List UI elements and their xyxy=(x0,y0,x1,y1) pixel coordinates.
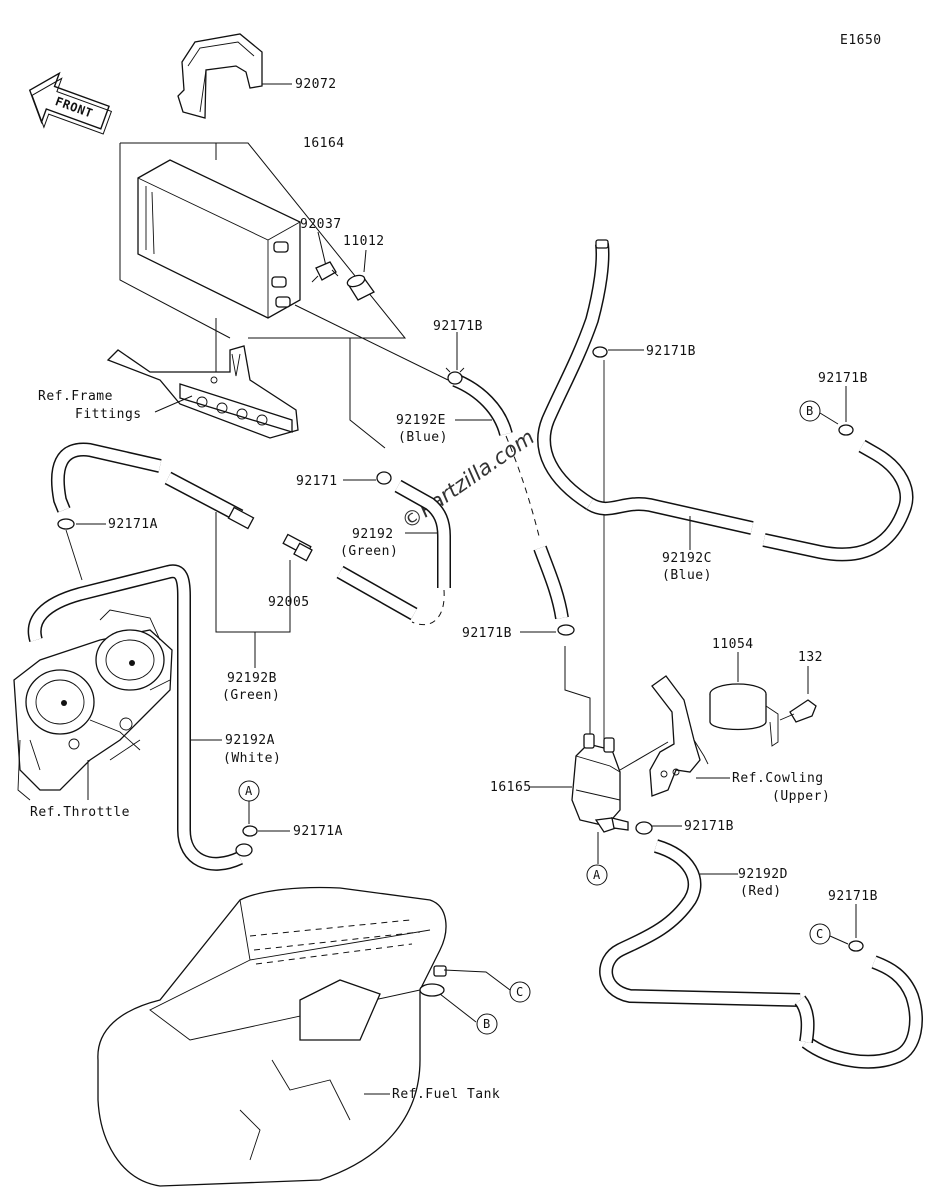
marker-a-right-label: A xyxy=(593,868,601,882)
label-92192d-color: (Red) xyxy=(740,884,782,899)
marker-a-left-label: A xyxy=(245,784,253,798)
marker-b-left-label: B xyxy=(483,1017,491,1031)
marker-c-right-label: C xyxy=(816,927,824,941)
label-16165: 16165 xyxy=(490,780,532,795)
hose-long-vertical xyxy=(537,239,610,510)
label-92192e-color: (Blue) xyxy=(398,430,448,445)
marker-c-left-label: C xyxy=(516,985,524,999)
clamp-92171a-lower xyxy=(242,825,258,837)
label-11054: 11054 xyxy=(712,637,754,652)
label-92171b-5: 92171B xyxy=(684,819,734,834)
label-92171b-2: 92171B xyxy=(646,344,696,359)
clamp-92171b-filter xyxy=(635,821,653,835)
marker-b-right-label: B xyxy=(806,404,814,418)
label-92192b: 92192B xyxy=(227,671,277,686)
clamp-92171b-vertical xyxy=(592,346,608,358)
label-16164: 16164 xyxy=(303,136,345,151)
marker-c-left xyxy=(509,981,531,1003)
label-92171: 92171 xyxy=(296,474,338,489)
strap-92072 xyxy=(177,33,263,119)
band-11054 xyxy=(709,683,779,747)
marker-a-right xyxy=(586,864,608,886)
clamp-92171 xyxy=(376,471,392,485)
label-92192a: 92192A xyxy=(225,733,275,748)
clamp-92171a-upper xyxy=(57,518,75,530)
bolt-132 xyxy=(779,699,817,723)
clamp-92171b-right xyxy=(838,424,854,436)
label-92072: 92072 xyxy=(295,77,337,92)
label-92192-green-color: (Green) xyxy=(340,544,398,559)
label-92192e: 92192E xyxy=(396,413,446,428)
ref-cowling-label-1: Ref.Cowling xyxy=(732,771,824,786)
label-11012: 11012 xyxy=(343,234,385,249)
cap-11012 xyxy=(346,274,375,301)
hose-92192-green xyxy=(394,479,451,588)
hose-92192c xyxy=(586,439,914,562)
diagram-code: E1650 xyxy=(840,33,882,48)
marker-c-right xyxy=(809,923,831,945)
label-92192c: 92192C xyxy=(662,551,712,566)
marker-b-right xyxy=(799,400,821,422)
hose-92192a xyxy=(27,564,253,871)
hose-92192e xyxy=(452,373,513,437)
filter-16165 xyxy=(571,733,629,833)
cowling-bracket xyxy=(649,675,709,797)
label-132: 132 xyxy=(798,650,823,665)
front-arrow-icon: FRONT xyxy=(28,71,113,135)
frame-fittings-bracket xyxy=(106,345,299,439)
label-92192a-color: (White) xyxy=(223,751,281,766)
ref-throttle-label: Ref.Throttle xyxy=(30,805,130,820)
ref-fuel-tank-label: Ref.Fuel Tank xyxy=(392,1087,500,1102)
label-92192-green: 92192 xyxy=(352,527,394,542)
label-92192c-color: (Blue) xyxy=(662,568,712,583)
label-92037: 92037 xyxy=(300,217,342,232)
label-92171b-3: 92171B xyxy=(818,371,868,386)
ref-cowling-label-2: (Upper) xyxy=(772,789,830,804)
label-92171b-4: 92171B xyxy=(462,626,512,641)
clamp-92171b-middle xyxy=(557,624,575,636)
hose-92192b xyxy=(50,442,418,621)
throttle-body xyxy=(13,609,173,801)
clip-92037 xyxy=(311,261,339,283)
ref-frame-label-1: Ref.Frame xyxy=(38,389,113,404)
label-92171a-1: 92171A xyxy=(108,517,158,532)
label-92005: 92005 xyxy=(268,595,310,610)
label-92192b-color: (Green) xyxy=(222,688,280,703)
label-92171b-6: 92171B xyxy=(828,889,878,904)
canister-16164 xyxy=(137,159,301,319)
fuel-tank xyxy=(97,886,447,1187)
clamp-92171b-canister xyxy=(445,367,465,385)
hose-short-middle xyxy=(533,545,569,620)
joint-92005 xyxy=(227,506,313,562)
clamp-92171b-lower-right xyxy=(848,940,864,952)
ref-frame-label-2: Fittings xyxy=(75,407,142,422)
hose-92192d xyxy=(599,839,923,1069)
label-92171a-2: 92171A xyxy=(293,824,343,839)
marker-b-left xyxy=(476,1013,498,1035)
label-92192d: 92192D xyxy=(738,867,788,882)
label-92171b-1: 92171B xyxy=(433,319,483,334)
